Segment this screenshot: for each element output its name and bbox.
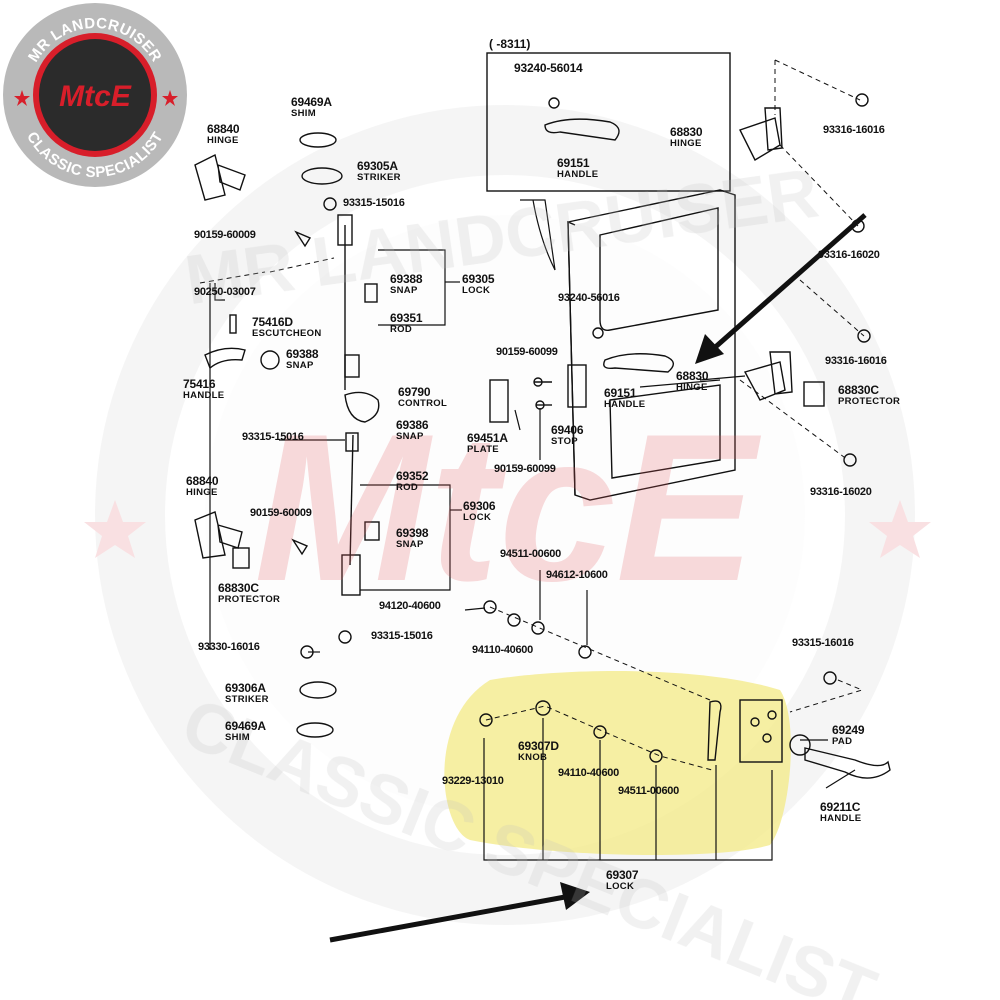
label-93316-c: 93316-16016 <box>825 355 887 367</box>
label-90159-60009-a: 90159-60009 <box>194 229 256 241</box>
pointer-arrow-bottom <box>329 882 590 943</box>
label-94110-right: 94110-40600 <box>558 767 619 779</box>
label-94612: 94612-10600 <box>546 569 608 581</box>
lock-highlight <box>444 670 791 856</box>
right-hinge-top <box>739 107 783 161</box>
watermark-center-text: MtcE <box>254 390 762 625</box>
label-90159-60099-a: 90159-60099 <box>496 346 558 358</box>
label-90159-60009-b: 90159-60009 <box>250 507 312 519</box>
label-93240-56014: 93240-56014 <box>514 61 583 75</box>
label-93315-bottom: 93315-15016 <box>371 630 433 642</box>
logo: MR LANDCRUISER CLASSIC SPECIALIST MtcE <box>3 3 187 187</box>
label-93229: 93229-13010 <box>442 775 504 787</box>
watermark <box>84 105 931 925</box>
label-94511-bottom: 94511-00600 <box>618 785 679 797</box>
label-90250: 90250-03007 <box>194 286 256 298</box>
label-90159-60099-b: 90159-60099 <box>494 463 556 475</box>
label-94120: 94120-40600 <box>379 600 441 612</box>
label-93240-56016: 93240-56016 <box>558 292 620 304</box>
label-93316-b: 93316-16020 <box>818 249 880 261</box>
inset-box <box>486 52 731 192</box>
label-93330: 93330-16016 <box>198 641 260 653</box>
label-93315-top: 93315-15016 <box>343 197 405 209</box>
inset-header: ( -8311) <box>489 37 530 51</box>
label-93316-d: 93316-16020 <box>810 486 872 498</box>
pointer-arrow-right <box>695 213 867 364</box>
inset-handle-part <box>544 118 620 141</box>
left-hinge-top <box>194 153 246 201</box>
logo-center-text: MtcE <box>59 80 132 113</box>
label-93316-a: 93316-16016 <box>823 124 885 136</box>
label-94511-top: 94511-00600 <box>500 548 561 560</box>
label-93315-left: 93315-15016 <box>242 431 304 443</box>
label-93315-right: 93315-16016 <box>792 637 854 649</box>
door-handle-part <box>603 353 674 373</box>
label-94110-left: 94110-40600 <box>472 644 533 656</box>
